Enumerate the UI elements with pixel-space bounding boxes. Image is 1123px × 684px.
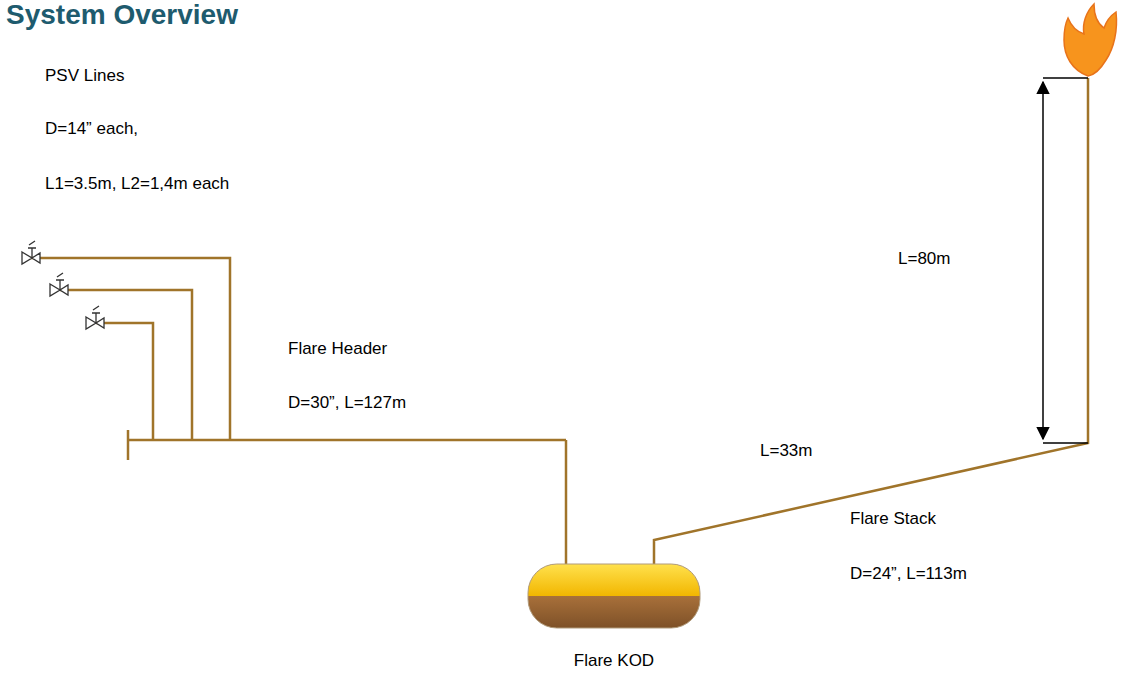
dimension-label: D=30”, L=127m	[288, 393, 406, 413]
knockout-drum: Flare KOD	[527, 563, 701, 671]
page-title: System Overview	[6, 0, 238, 32]
dimension-label: D=24”, L=113m	[850, 564, 967, 584]
dimension-label: L=80m	[898, 249, 950, 269]
dimension-label: PSV Lines	[45, 66, 124, 86]
pipe-lines	[30, 78, 1088, 572]
vessel-label: Flare KOD	[527, 651, 701, 671]
psv-symbols	[22, 241, 104, 329]
vessel-shape	[527, 563, 701, 631]
dimension-label: Flare Header	[288, 339, 387, 359]
dimension-label: Flare Stack	[850, 509, 936, 529]
dimension-label: L=33m	[760, 441, 812, 461]
dimension-line	[1043, 78, 1088, 443]
dimension-label: D=14” each,	[45, 119, 138, 139]
dimension-label: L1=3.5m, L2=1,4m each	[45, 174, 229, 194]
flare-flame	[1064, 4, 1117, 76]
